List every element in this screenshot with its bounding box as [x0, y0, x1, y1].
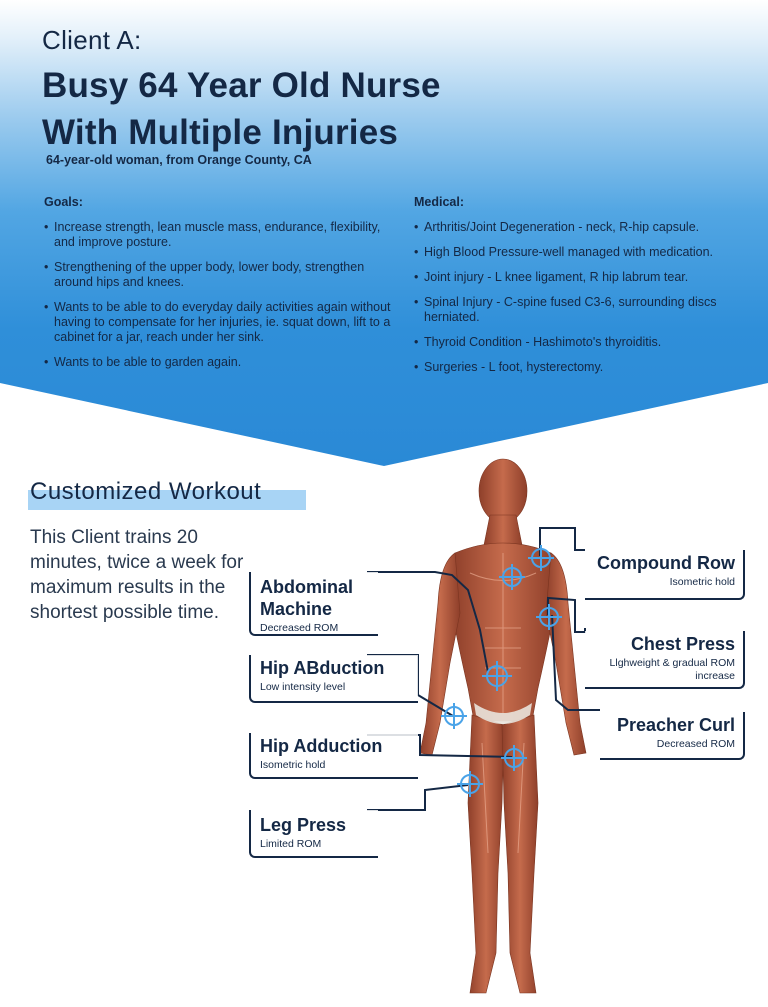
page-title: Busy 64 Year Old Nurse With Multiple Inj…	[42, 62, 441, 156]
medical-list: Arthritis/Joint Degeneration - neck, R-h…	[414, 220, 764, 385]
exercise-name: Hip Adduction	[260, 736, 383, 756]
goal-item: Increase strength, lean muscle mass, end…	[44, 220, 404, 250]
exercise-note: Isometric hold	[669, 576, 735, 588]
goals-list: Increase strength, lean muscle mass, end…	[44, 220, 404, 380]
exercise-name: Preacher Curl	[616, 715, 735, 735]
target-icon	[441, 545, 562, 797]
section-title-highlight	[28, 490, 306, 510]
exercise-name: Compound Row	[597, 553, 735, 573]
exercise-note: Decreased ROM	[260, 622, 339, 634]
exercise-note: Limited ROM	[260, 838, 322, 850]
goal-item: Wants to be able to do everyday daily ac…	[44, 300, 404, 345]
medical-item: Arthritis/Joint Degeneration - neck, R-h…	[414, 220, 764, 235]
exercise-note: Low intensity level	[260, 681, 346, 693]
exercise-name: Chest Press	[630, 634, 735, 654]
title-line-1: Busy 64 Year Old Nurse	[42, 66, 441, 105]
exercise-note: Isometric hold	[260, 759, 326, 771]
client-label: Client A:	[42, 25, 142, 55]
callout-abdominal-machine: Abdominal Machine Decreased ROM	[249, 572, 378, 636]
exercise-name: Hip ABduction	[260, 658, 385, 678]
callout-hip-abduction: Hip ABduction Low intensity level	[249, 655, 418, 703]
workout-intro: This Client trains 20 minutes, twice a w…	[30, 527, 244, 623]
callout-hip-adduction: Hip Adduction Isometric hold	[249, 733, 418, 779]
exercise-name: Leg Press	[260, 815, 347, 835]
goals-heading: Goals:	[44, 195, 83, 209]
callout-compound-row: Compound Row Isometric hold	[585, 550, 745, 600]
goal-item: Wants to be able to garden again.	[44, 355, 404, 370]
exercise-note: Llghweight & gradual ROM increase	[609, 657, 735, 682]
medical-item: Thyroid Condition - Hashimoto's thyroidi…	[414, 335, 764, 350]
exercise-note: Decreased ROM	[656, 738, 735, 750]
exercise-name: Abdominal Machine	[260, 577, 353, 619]
medical-item: Joint injury - L knee ligament, R hip la…	[414, 270, 764, 285]
medical-item: Surgeries - L foot, hysterectomy.	[414, 360, 764, 375]
section-title: Customized Workout	[30, 478, 262, 505]
callout-preacher-curl: Preacher Curl Decreased ROM	[600, 712, 745, 760]
client-subtitle: 64-year-old woman, from Orange County, C…	[46, 153, 312, 167]
title-line-2: With Multiple Injuries	[42, 113, 399, 152]
callout-chest-press: Chest Press Llghweight & gradual ROM inc…	[585, 631, 745, 689]
medical-item: Spinal Injury - C-spine fused C3-6, surr…	[414, 295, 764, 325]
medical-heading: Medical:	[414, 195, 465, 209]
medical-item: High Blood Pressure-well managed with me…	[414, 245, 764, 260]
goal-item: Strengthening of the upper body, lower b…	[44, 260, 404, 290]
callout-leg-press: Leg Press Limited ROM	[249, 810, 378, 858]
